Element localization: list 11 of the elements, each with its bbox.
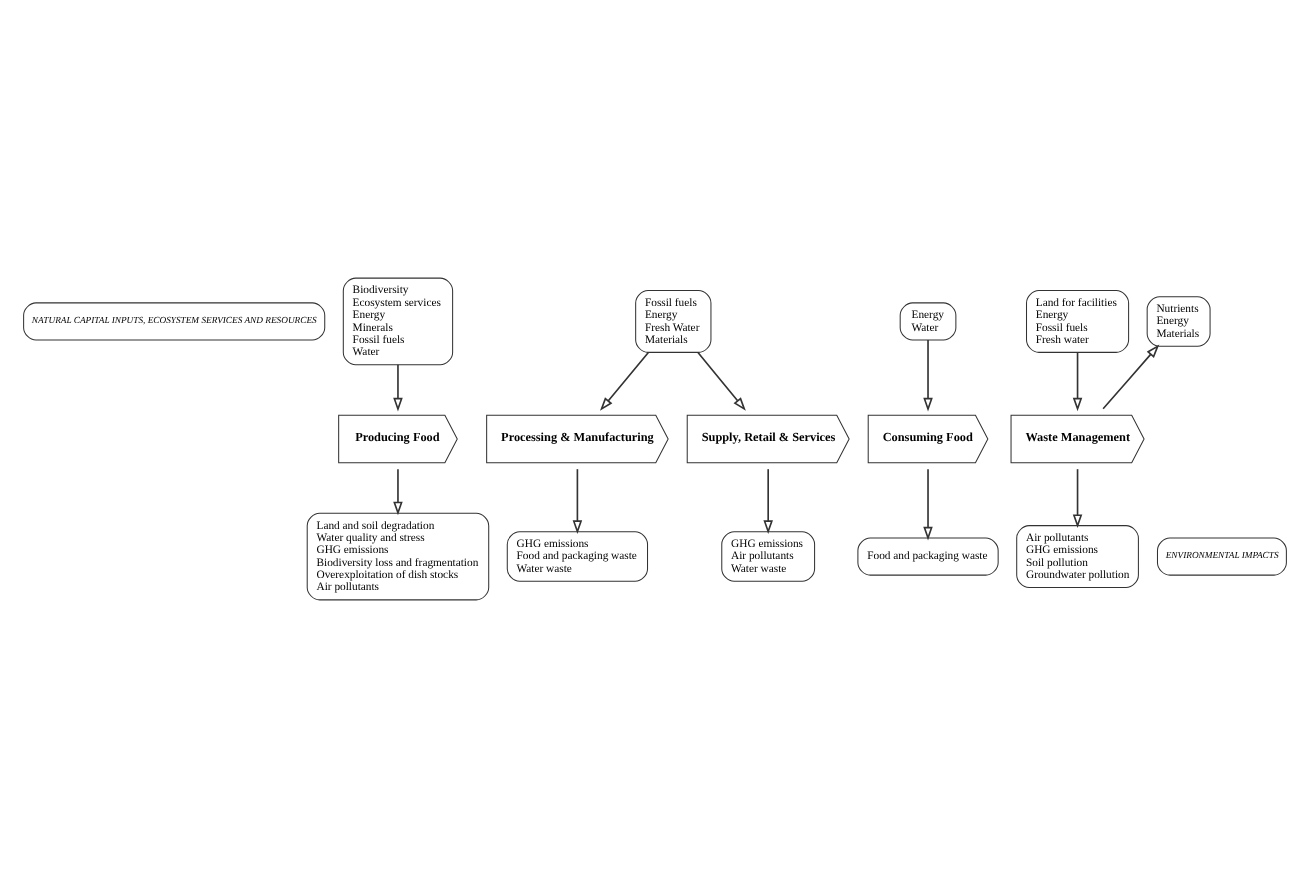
arrow — [393, 364, 403, 412]
arrow — [393, 468, 403, 516]
arrow — [599, 351, 650, 411]
arrow — [572, 468, 583, 534]
arrow — [697, 351, 746, 411]
arrow — [1072, 468, 1083, 529]
arrow — [1072, 351, 1083, 412]
arrow — [923, 468, 933, 541]
arrow — [923, 339, 933, 412]
arrow — [763, 468, 773, 534]
arrow — [1102, 344, 1160, 410]
